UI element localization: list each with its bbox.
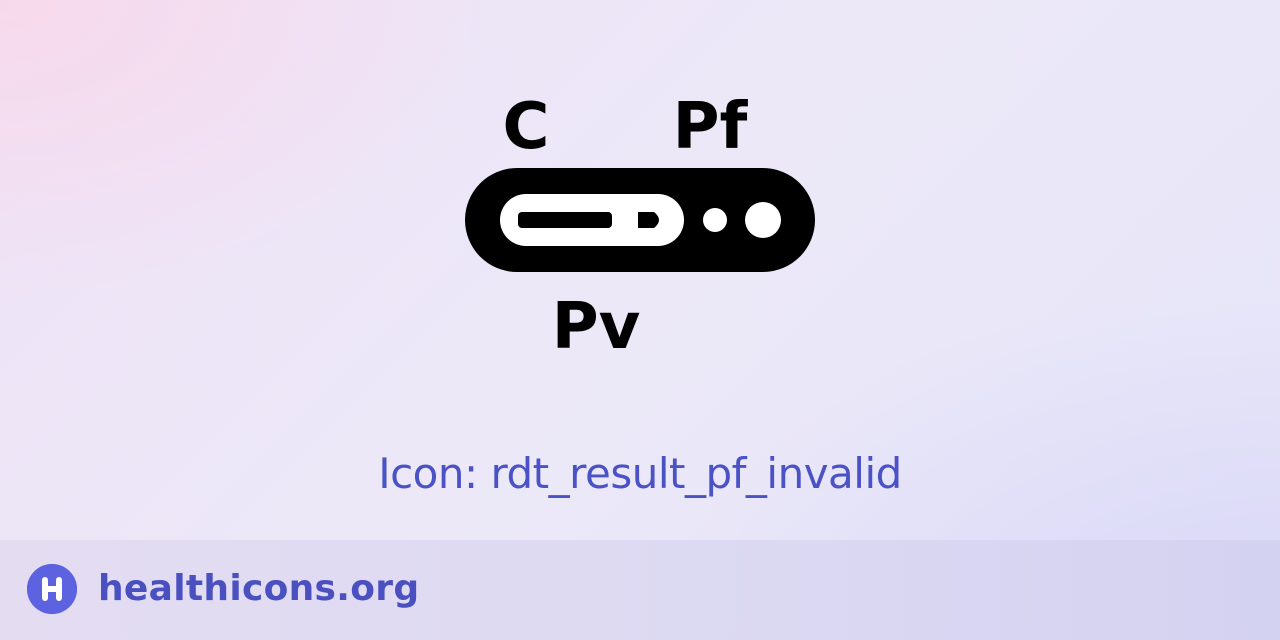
logo-h-icon [27,564,77,614]
sample-well-large [745,202,781,238]
rdt-cassette-icon: C Pf Pv [465,90,815,364]
healthicons-logo-icon[interactable] [27,564,77,614]
preview-card: C Pf Pv Icon: rdt_result_pf_invalid [378,70,902,498]
rdt-result-pf-invalid-icon: C Pf Pv [440,70,840,370]
footer-bar: healthicons.org [0,540,1280,640]
test-line [638,212,659,228]
icon-caption: Icon: rdt_result_pf_invalid [378,449,902,498]
label-pv: Pv [552,290,641,364]
label-control: C [503,90,550,164]
site-name-link[interactable]: healthicons.org [98,568,420,609]
sample-well-small [703,208,727,232]
label-pf: Pf [673,90,749,164]
control-line [518,212,612,228]
